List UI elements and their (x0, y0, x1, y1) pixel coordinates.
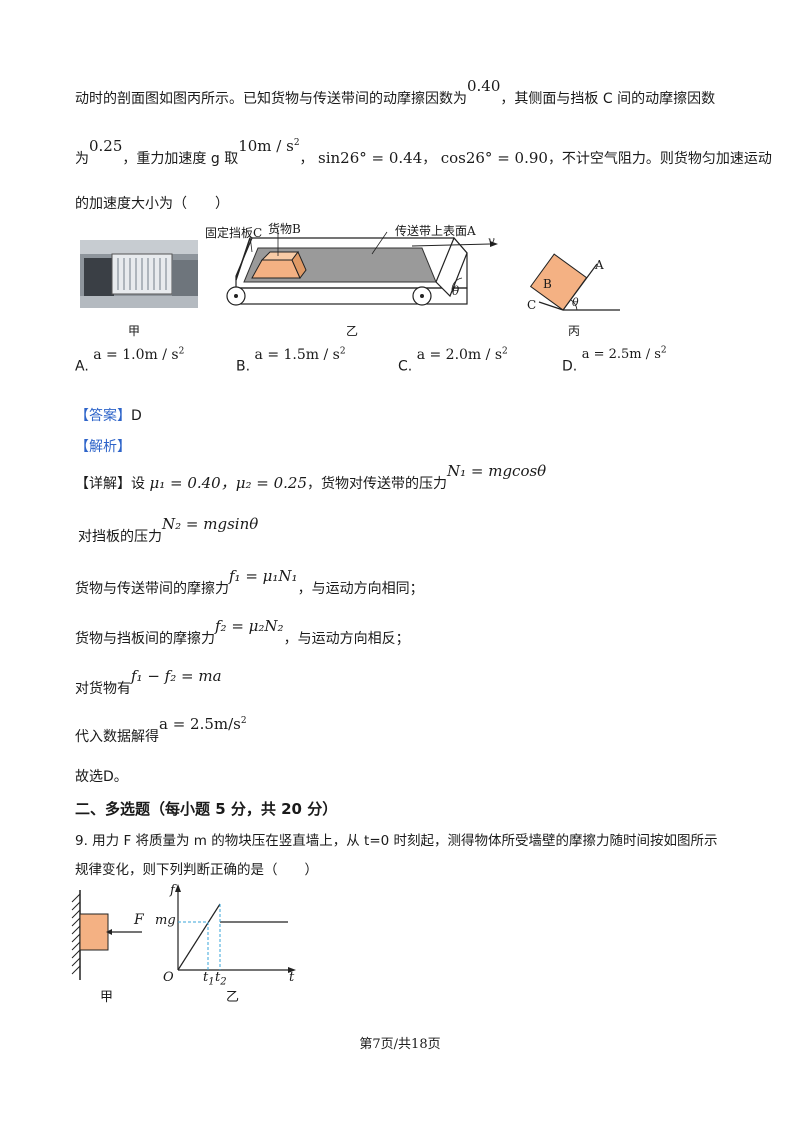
option-a-value: a = 1.0m / s (93, 346, 179, 363)
q8-line2-prefix: 为 (75, 151, 89, 167)
q9-t2: t2 (215, 970, 227, 988)
q9-mg: mg (155, 913, 176, 928)
fig-yi-diagram (222, 218, 512, 322)
option-d-label: D. (562, 358, 578, 375)
q9-t2-text: t (215, 970, 221, 985)
fig-bing-diagram (525, 250, 625, 324)
conveyor-photo-icon (80, 240, 198, 308)
fig-yi-cargo-label: 货物B (268, 222, 301, 236)
answer-value: D (131, 408, 142, 424)
option-c-value: a = 2.0m / s (416, 346, 503, 363)
detail-5a: 对货物有 (75, 681, 131, 697)
option-c-value-wrap: a = 2.0m / s2 (416, 346, 508, 363)
detail-line1: 【详解】设 μ₁ = 0.40，μ₂ = 0.25，货物对传送带的压力N₁ = … (75, 462, 546, 493)
detail-1-mu: μ₁ = 0.40，μ₂ = 0.25 (149, 474, 307, 492)
option-d-value-wrap: a = 2.5m / s2 (581, 346, 667, 363)
q9-origin: O (163, 970, 174, 985)
option-a-label: A. (75, 358, 89, 375)
option-a[interactable]: A. a = 1.0m / s2 (75, 346, 184, 375)
detail-5-eq: f₁ − f₂ = ma (131, 667, 222, 685)
mu1-value: 0.40 (467, 77, 501, 95)
fig-yi-belt-label: 传送带上表面A (395, 224, 476, 238)
fig-jia-label: 甲 (128, 324, 141, 338)
cos-value: cos26° = 0.90 (440, 149, 548, 167)
q8-line1-tail: ，其侧面与挡板 C 间的动摩擦因数 (500, 91, 716, 107)
fig-jia-photo (80, 240, 198, 312)
detail-6-eq-wrap: a = 2.5m/s2 (159, 715, 247, 733)
fig-bing-B: B (543, 277, 552, 291)
q8-g-text: ，重力加速度 g 取 (122, 151, 239, 167)
q8-line3: 的加速度大小为（ ） (75, 196, 229, 212)
g-value-wrap: 10m / s2 (238, 137, 300, 155)
conclusion: 故选D。 (75, 769, 128, 785)
g-value: 10m / s (238, 137, 294, 155)
answer-line: 【答案】D (75, 405, 142, 425)
fig-bing-theta: θ (572, 296, 579, 309)
fig-bing-C: C (527, 298, 537, 312)
detail-line2: 对挡板的压力N₂ = mgsinθ (78, 515, 258, 546)
detail-line4: 货物与挡板间的摩擦力f₂ = μ₂N₂，与运动方向相反； (75, 617, 410, 648)
q9-line2: 规律变化，则下列判断正确的是（ ） (75, 862, 318, 878)
detail-line3: 货物与传送带间的摩擦力f₁ = μ₁N₁，与运动方向相同； (75, 567, 424, 598)
detail-line6: 代入数据解得a = 2.5m/s2 (75, 715, 247, 746)
answer-tag: 【答案】 (75, 408, 131, 424)
option-c-label: C. (398, 358, 413, 375)
q9-fig-yi-graph (160, 882, 310, 981)
cross-section-diagram (529, 253, 620, 311)
detail-3a: 货物与传送带间的摩擦力 (75, 581, 229, 597)
detail-2-N2: N₂ = mgsinθ (162, 515, 259, 533)
detail-3-f1: f₁ = μ₁N₁ (229, 567, 298, 585)
q9-axis-t: t (289, 970, 295, 985)
q9-t1: t1 (203, 970, 215, 988)
q9-fig-jia (70, 890, 155, 984)
q9-line1: 9. 用力 F 将质量为 m 的物块压在竖直墙上，从 t=0 时刻起，测得物体所… (75, 833, 718, 849)
friction-time-graph (175, 884, 296, 973)
detail-2a: 对挡板的压力 (78, 529, 162, 545)
q9-axis-f: f (170, 883, 175, 898)
conveyor-diagram (226, 230, 498, 306)
fig-bing-label: 丙 (568, 324, 581, 338)
q9-t1-text: t (203, 970, 209, 985)
detail-6-eq: a = 2.5m/s (159, 715, 241, 733)
option-b-value: a = 1.5m / s (254, 346, 340, 363)
section2-title: 二、多选题（每小题 5 分，共 20 分） (75, 800, 338, 818)
option-b[interactable]: B. a = 1.5m / s2 (236, 346, 346, 375)
option-d-value: a = 2.5m / s (581, 347, 661, 363)
detail-1-N1: N₁ = mgcosθ (446, 462, 547, 480)
analysis-tag: 【解析】 (75, 439, 131, 455)
page-footer: 第7页/共18页 (359, 1037, 441, 1052)
option-a-value-wrap: a = 1.0m / s2 (93, 346, 185, 363)
detail-line5: 对货物有f₁ − f₂ = ma (75, 667, 222, 698)
detail-3b: ，与运动方向相同； (297, 581, 424, 597)
detail-6a: 代入数据解得 (75, 729, 159, 745)
detail-4-f2: f₂ = μ₂N₂ (215, 617, 284, 635)
detail-1b: ，货物对传送带的压力 (306, 476, 447, 492)
mu2-value: 0.25 (89, 137, 123, 155)
option-d[interactable]: D. a = 2.5m / s2 (562, 346, 667, 375)
detail-4b: ，与运动方向相反； (283, 631, 410, 647)
q9-yi-label: 乙 (226, 990, 240, 1005)
fig-yi-label: 乙 (346, 324, 359, 338)
q9-jia-label: 甲 (100, 990, 114, 1005)
detail-1a: 设 (131, 476, 145, 492)
q8-line1-text: 动时的剖面图如图丙所示。已知货物与传送带间的动摩擦因数为 (75, 91, 467, 107)
fig-yi-theta-label: θ (452, 284, 460, 298)
wall-block-diagram (71, 890, 142, 980)
fig-yi-baffle-label: 固定挡板C (205, 226, 263, 240)
option-c[interactable]: C. a = 2.0m / s2 (398, 346, 508, 375)
option-b-label: B. (236, 358, 251, 375)
fig-bing-A: A (595, 258, 604, 272)
option-b-value-wrap: a = 1.5m / s2 (254, 346, 346, 363)
sin-value: sin26° = 0.44 (318, 149, 423, 167)
q8-line2-tail: ，不计空气阻力。则货物匀加速运动 (547, 151, 772, 167)
q8-line2: 为0.25，重力加速度 g 取10m / s2， sin26° = 0.44， … (75, 137, 772, 167)
q9-F-label: F (134, 912, 144, 928)
q8-line1: 动时的剖面图如图丙所示。已知货物与传送带间的动摩擦因数为0.40，其侧面与挡板 … (75, 77, 716, 108)
detail-tag: 【详解】 (75, 476, 131, 492)
detail-4a: 货物与挡板间的摩擦力 (75, 631, 215, 647)
fig-yi-v-label: v (488, 234, 495, 248)
